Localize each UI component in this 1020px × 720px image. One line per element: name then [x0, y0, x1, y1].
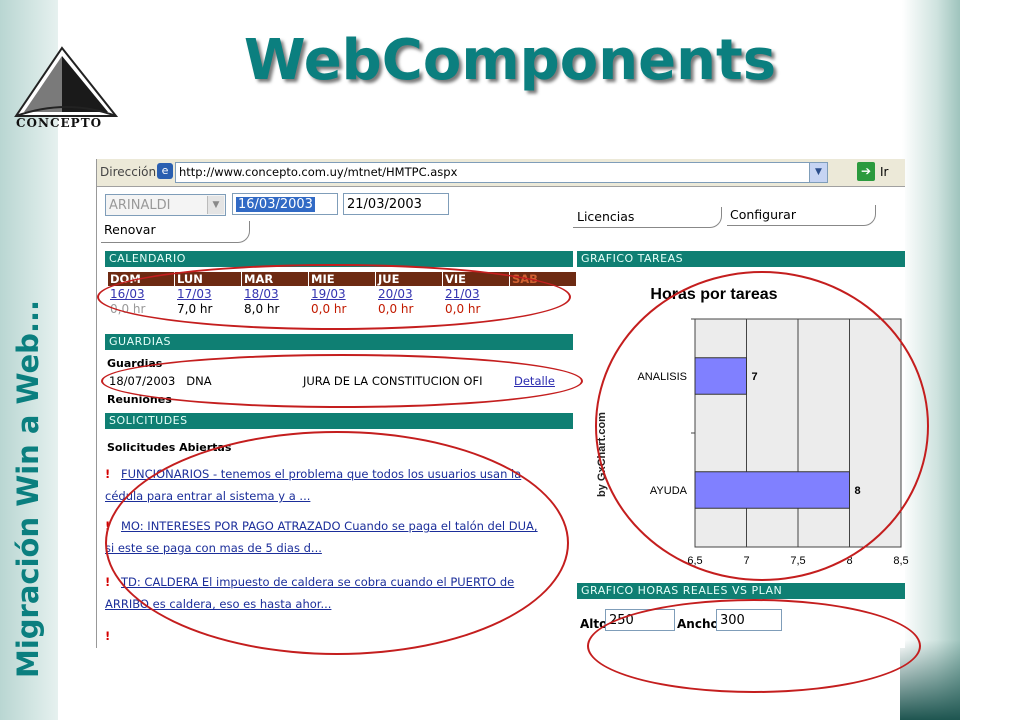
address-label: Dirección: [100, 165, 157, 179]
solicitudes-header: SOLICITUDES: [105, 413, 573, 429]
url-text: http://www.concepto.com.uy/mtnet/HMTPC.a…: [179, 165, 458, 179]
logo-text: CONCEPTO: [16, 116, 103, 130]
go-button[interactable]: Ir: [880, 165, 889, 179]
date-from-input[interactable]: 16/03/2003: [232, 193, 338, 215]
date-to-input[interactable]: 21/03/2003: [343, 193, 449, 215]
date-from-value: 16/03/2003: [236, 197, 315, 212]
side-title-text: Migración Win a Web...: [11, 300, 45, 678]
side-title: Migración Win a Web...: [2, 286, 54, 706]
highlight-ellipse-horas: [587, 599, 921, 693]
x-tick-label: 8,5: [893, 555, 908, 567]
address-bar: Dirección e http://www.concepto.com.uy/m…: [97, 159, 905, 187]
grafico-horas-header: GRAFICO HORAS REALES VS PLAN: [577, 583, 905, 599]
browser-screenshot: Dirección e http://www.concepto.com.uy/m…: [96, 159, 929, 693]
url-dropdown-icon[interactable]: ▼: [809, 163, 827, 182]
grafico-tareas-header: GRAFICO TAREAS: [577, 251, 905, 267]
highlight-ellipse-chart: [595, 271, 929, 581]
user-select[interactable]: ARINALDI ▼: [105, 194, 226, 216]
concepto-logo-icon: [14, 46, 119, 117]
licencias-frame: [573, 207, 722, 228]
highlight-ellipse-guardias: [101, 354, 583, 408]
x-tick-label: 8: [846, 555, 852, 567]
page-icon: e: [157, 163, 173, 179]
guardias-header: GUARDIAS: [105, 334, 573, 350]
url-input[interactable]: http://www.concepto.com.uy/mtnet/HMTPC.a…: [175, 162, 828, 183]
date-to-value: 21/03/2003: [347, 197, 422, 212]
slide-title: WebComponents: [243, 28, 777, 93]
solicitud-item-partial: !: [105, 625, 112, 647]
configurar-button[interactable]: Configurar: [730, 207, 796, 222]
renovar-button[interactable]: Renovar: [104, 222, 156, 237]
alert-icon: !: [105, 575, 111, 589]
highlight-ellipse-solicitudes: [105, 431, 569, 655]
highlight-ellipse-calendar: [97, 264, 571, 330]
chevron-down-icon[interactable]: ▼: [207, 196, 224, 214]
alert-icon: !: [105, 629, 111, 643]
calendario-header: CALENDARIO: [105, 251, 573, 267]
user-select-value: ARINALDI: [109, 198, 171, 213]
renovar-frame: [101, 221, 250, 243]
licencias-button[interactable]: Licencias: [577, 209, 635, 224]
left-decor-bar: [0, 0, 58, 720]
alert-icon: !: [105, 467, 111, 481]
configurar-frame: [727, 205, 876, 226]
solicitudes-label: Solicitudes Abiertas: [107, 441, 232, 454]
go-arrow-icon[interactable]: ➔: [857, 162, 875, 181]
